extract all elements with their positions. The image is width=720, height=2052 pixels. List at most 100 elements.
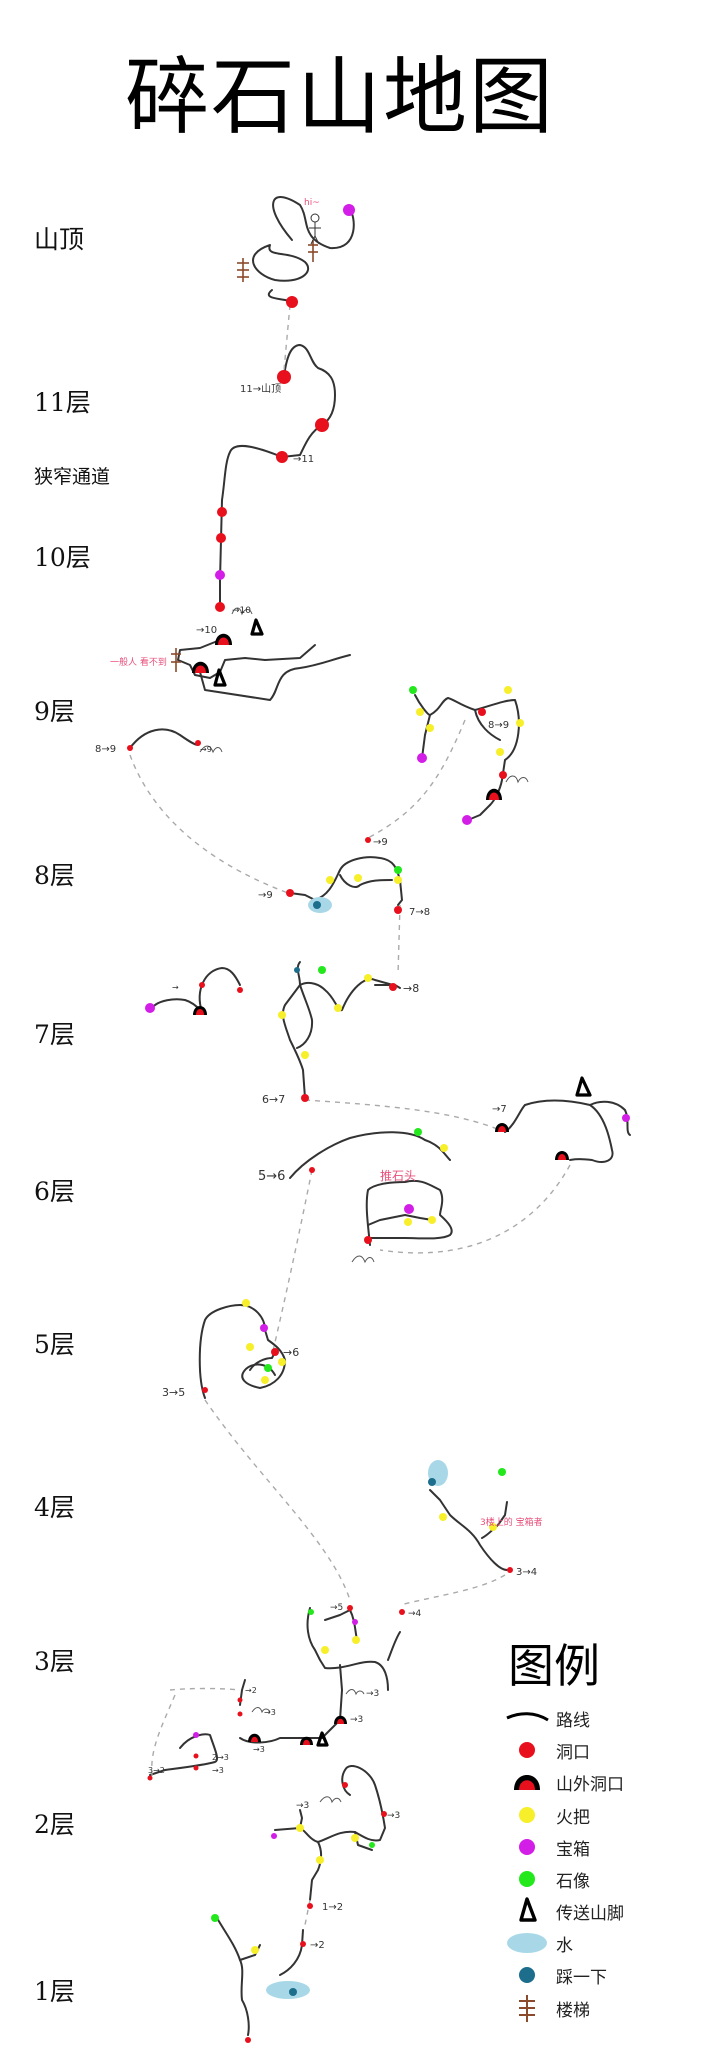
cave-icon[interactable] — [199, 982, 205, 988]
treasure-icon[interactable] — [271, 1833, 277, 1839]
cave-icon[interactable] — [315, 418, 329, 432]
cave-icon[interactable] — [245, 2037, 251, 2043]
cave-icon[interactable] — [478, 708, 486, 716]
cave-icon[interactable] — [237, 1697, 243, 1703]
torch-icon — [519, 1807, 535, 1823]
dash-5-3 — [204, 1399, 351, 1601]
dash-9-8 — [129, 754, 289, 894]
cave-icon[interactable] — [237, 987, 243, 993]
cave-icon[interactable] — [364, 1236, 372, 1244]
outer-cave-icon[interactable] — [248, 1733, 261, 1742]
torch-icon — [242, 1299, 250, 1307]
cave-icon[interactable] — [381, 1811, 387, 1817]
legend-item-switch: 踩一下 — [556, 1968, 607, 1988]
cave-icon[interactable] — [347, 1605, 353, 1611]
switch-icon[interactable] — [313, 901, 321, 909]
cave-icon[interactable] — [193, 1753, 199, 1759]
teleport-icon — [519, 1897, 537, 1922]
statue-icon — [409, 686, 417, 694]
teleport-icon[interactable] — [250, 618, 264, 636]
treasure-icon[interactable] — [462, 815, 472, 825]
cave-icon[interactable] — [342, 1782, 348, 1788]
cave-icon[interactable] — [277, 370, 291, 384]
switch-icon[interactable] — [294, 967, 300, 973]
route-f9-b — [199, 654, 351, 701]
floor-label-9: 9层 — [34, 697, 75, 726]
cave-icon[interactable] — [217, 507, 227, 517]
label-to8: →8 — [403, 982, 419, 995]
cave-icon[interactable] — [237, 1711, 243, 1717]
cave-icon[interactable] — [389, 983, 397, 991]
switch-icon[interactable] — [428, 1478, 436, 1486]
torch-icon — [439, 1513, 447, 1521]
treasure-icon[interactable] — [193, 1732, 199, 1738]
cave-icon[interactable] — [309, 1167, 315, 1173]
dash-7-6 — [304, 1099, 501, 1131]
cave-icon[interactable] — [286, 296, 298, 308]
cave-icon[interactable] — [216, 533, 226, 543]
treasure-icon[interactable] — [352, 1619, 358, 1625]
floor-label-narrow: 狭窄通道 — [34, 466, 111, 488]
teleport-icon[interactable] — [575, 1076, 592, 1097]
outer-cave-icon[interactable] — [495, 1123, 509, 1132]
cave-icon[interactable] — [394, 906, 402, 914]
route-f5 — [198, 1304, 286, 1399]
outer-cave-icon[interactable] — [334, 1715, 347, 1724]
legend-item-path: 路线 — [556, 1711, 590, 1731]
outer-cave-icon[interactable] — [555, 1151, 569, 1160]
outer-cave-icon[interactable] — [193, 1006, 207, 1015]
cave-icon[interactable] — [202, 1387, 208, 1393]
route-f1 — [216, 1917, 250, 2036]
route-f9-d — [129, 728, 199, 749]
torch-icon — [428, 1216, 436, 1224]
cave-icon[interactable] — [307, 1903, 313, 1909]
torch-icon — [296, 1824, 304, 1832]
treasure-icon[interactable] — [145, 1003, 155, 1013]
label-to3-d: →3 — [253, 1745, 265, 1754]
route-f5-b — [249, 1349, 277, 1371]
cave-icon[interactable] — [276, 451, 288, 463]
torch-icon — [251, 1946, 259, 1954]
treasure-icon[interactable] — [404, 1204, 414, 1214]
treasure-icon[interactable] — [622, 1114, 630, 1122]
label-to2: →2 — [245, 1686, 257, 1695]
switch-icon — [519, 1967, 535, 1983]
legend-item-teleport: 传送山脚 — [556, 1904, 624, 1924]
cave-icon[interactable] — [127, 745, 133, 751]
outer-cave-icon[interactable] — [486, 788, 502, 800]
cave-icon[interactable] — [195, 740, 201, 746]
cave-icon[interactable] — [147, 1775, 153, 1781]
outer-cave-icon[interactable] — [215, 633, 232, 645]
ladder-icon — [237, 258, 249, 282]
treasure-icon[interactable] — [417, 753, 427, 763]
torch-icon — [416, 708, 424, 716]
label-to7: →7 — [492, 1104, 507, 1115]
treasure-icon[interactable] — [215, 570, 225, 580]
treasure-icon[interactable] — [260, 1324, 268, 1332]
cave-icon[interactable] — [499, 771, 507, 779]
teleport-icon[interactable] — [316, 1731, 329, 1747]
cave-icon[interactable] — [271, 1348, 279, 1356]
label-to10-b: →10 — [232, 606, 251, 616]
cave-icon[interactable] — [365, 837, 371, 843]
floor-label-3: 3层 — [34, 1647, 75, 1676]
cave-icon[interactable] — [507, 1567, 513, 1573]
teleport-icon[interactable] — [213, 668, 227, 687]
route-f7-d — [296, 984, 314, 1049]
treasure-icon[interactable] — [343, 204, 355, 216]
torch-icon — [504, 686, 512, 694]
outer-cave-icon[interactable] — [192, 661, 209, 673]
torch-icon — [316, 1856, 324, 1864]
cave-icon[interactable] — [193, 1765, 199, 1771]
cave-icon[interactable] — [286, 889, 294, 897]
cave-icon[interactable] — [300, 1941, 306, 1947]
floor-label-5: 5层 — [34, 1330, 75, 1359]
label-to11: →11 — [293, 454, 314, 465]
floor-label-1: 1层 — [34, 1977, 75, 2006]
switch-icon[interactable] — [289, 1988, 297, 1996]
cave-icon[interactable] — [215, 602, 225, 612]
cave-icon[interactable] — [399, 1609, 405, 1615]
outer-cave-icon[interactable] — [300, 1736, 313, 1745]
cave-icon[interactable] — [301, 1094, 309, 1102]
